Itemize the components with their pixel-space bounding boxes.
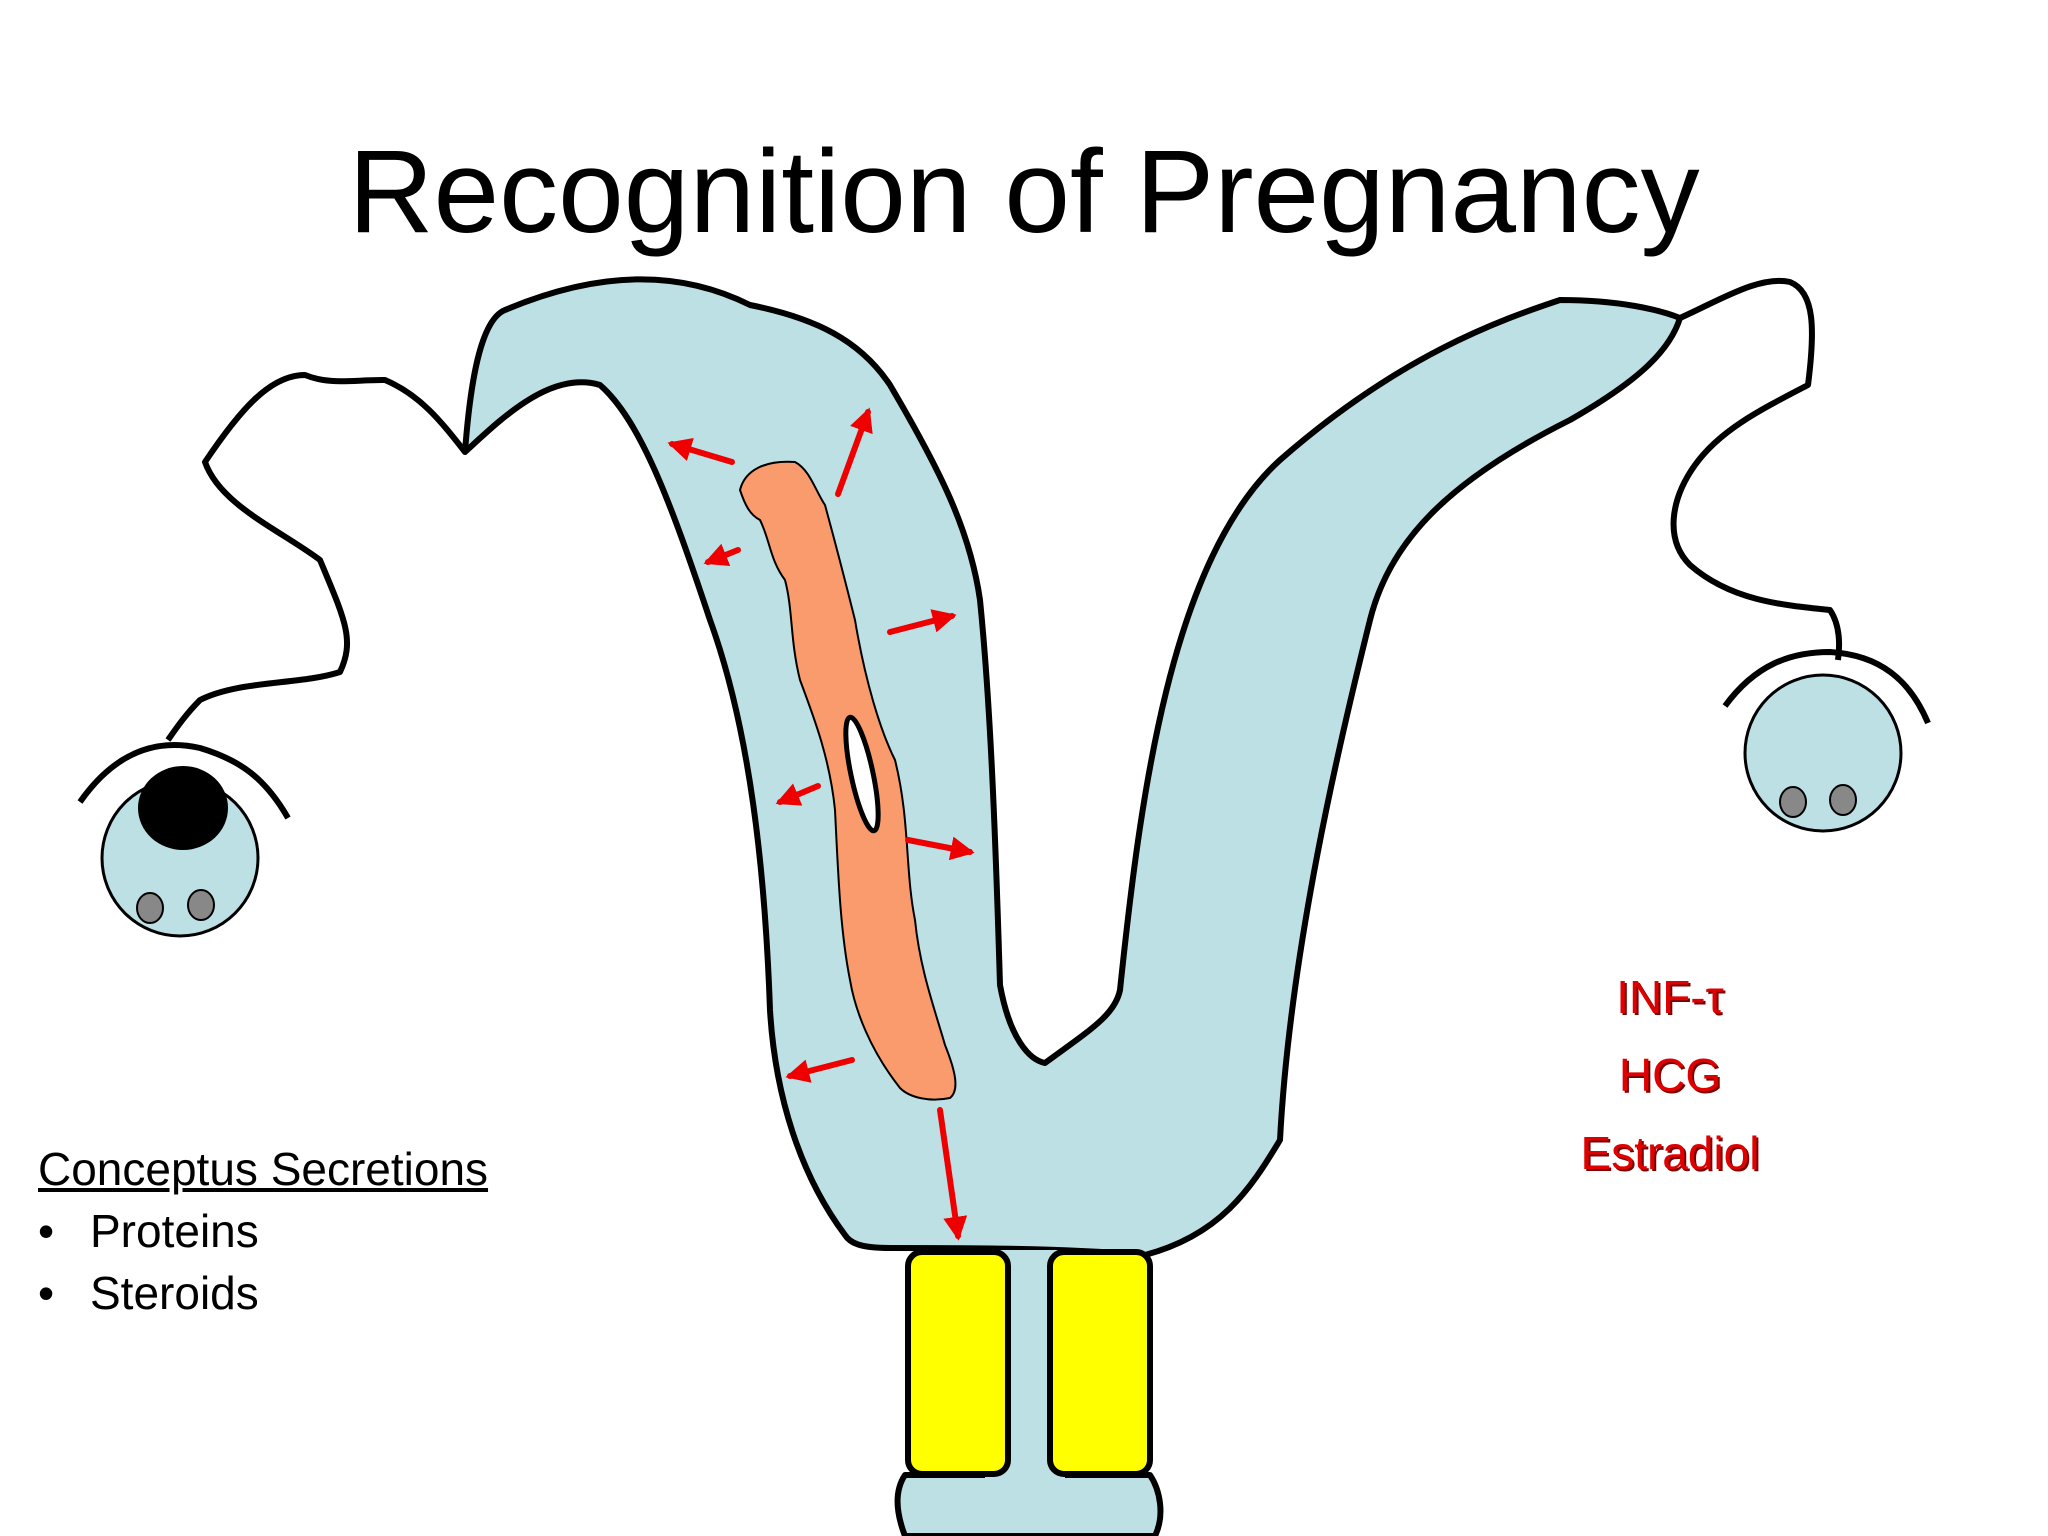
conceptus-secretions-list: Conceptus Secretions Proteins Steroids <box>38 1138 488 1324</box>
secretion-item: Proteins <box>38 1200 488 1262</box>
signal-label: Estradiol <box>1580 1127 1760 1179</box>
secretion-item: Steroids <box>38 1262 488 1324</box>
conceptus <box>738 460 957 1101</box>
right-ovary <box>1743 673 1903 833</box>
arrow-8 <box>937 1107 968 1241</box>
secretion-arrows <box>667 407 975 1241</box>
arrow-7 <box>785 1057 855 1083</box>
right-follicle-2 <box>1829 784 1857 816</box>
right-follicle-1 <box>1779 786 1807 818</box>
left-infundibulum <box>77 742 291 820</box>
arrow-1 <box>667 438 735 465</box>
left-oviduct <box>165 372 468 742</box>
left-follicle-1 <box>136 892 164 924</box>
uterus-body <box>462 276 1683 1258</box>
arrow-6 <box>905 836 975 861</box>
right-infundibulum <box>1722 648 1931 725</box>
page-title: Recognition of Pregnancy <box>348 126 1700 258</box>
secretions-heading: Conceptus Secretions <box>38 1143 489 1195</box>
arrow-3 <box>703 543 741 567</box>
signal-label: INF-τ <box>1616 971 1724 1023</box>
cervix-right <box>1047 1249 1153 1477</box>
signal-label: HCG <box>1618 1049 1722 1101</box>
arrow-4 <box>887 609 957 635</box>
arrow-5 <box>775 783 821 806</box>
cervix-left <box>905 1249 1011 1477</box>
vagina-lower <box>894 1472 1164 1536</box>
corpus-luteum <box>138 766 228 850</box>
arrow-2 <box>835 407 873 497</box>
embryo <box>843 714 881 834</box>
secretions-items: Proteins Steroids <box>38 1200 488 1324</box>
left-follicle-2 <box>187 889 215 921</box>
pregnancy-signals: INF-τ HCG Estradiol <box>1540 958 1800 1192</box>
right-oviduct <box>1670 277 1842 661</box>
